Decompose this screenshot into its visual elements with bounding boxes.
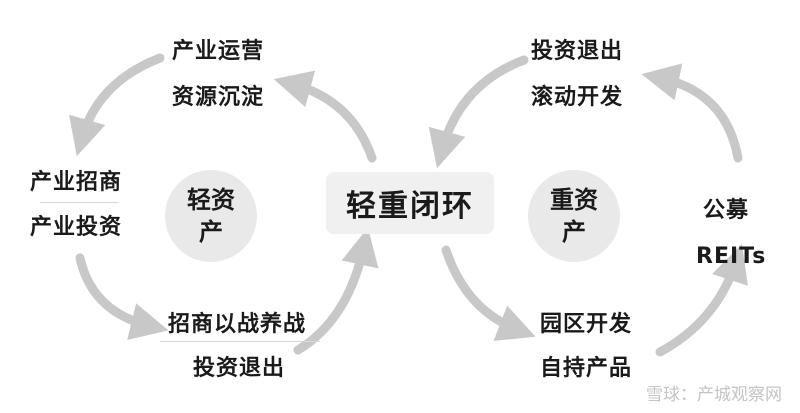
arrow-bottom-right-to-right <box>655 244 748 357</box>
light-asset-label-2: 产 <box>199 218 223 246</box>
bottom-left-line-1: 招商以战养战 <box>168 312 307 337</box>
left-line-1: 产业招商 <box>30 170 123 195</box>
center-label: 轻重闭环 <box>346 189 474 224</box>
right-line-1: 公募 <box>703 198 750 223</box>
bottom-right-line-1: 园区开发 <box>540 312 633 337</box>
arrow-bottom-left-to-center <box>293 227 379 355</box>
center-box: 轻重闭环 <box>326 172 494 234</box>
top-left-line-1: 产业运营 <box>172 39 265 64</box>
arrow-right-to-top-right <box>641 63 743 163</box>
watermark: 雪球：产城观察网 <box>646 385 782 405</box>
heavy-asset-label-1: 重资 <box>550 186 598 214</box>
right-line-2: REITs <box>696 244 767 269</box>
bottom-left-divider <box>160 341 320 342</box>
left-divider <box>40 202 118 203</box>
left-line-2: 产业投资 <box>30 215 123 240</box>
top-right-line-2: 滚动开发 <box>531 85 624 110</box>
top-left-line-2: 资源沉淀 <box>172 85 265 110</box>
bottom-left-line-2: 投资退出 <box>193 356 286 381</box>
light-asset-circle: 轻资 产 <box>165 170 257 262</box>
arrow-left-to-bottom-left <box>75 253 169 340</box>
heavy-asset-label-2: 产 <box>562 218 586 246</box>
arrow-center-to-bottom-right <box>441 245 536 341</box>
arrow-center-to-top-left <box>273 70 377 163</box>
light-asset-label-1: 轻资 <box>187 186 235 214</box>
heavy-asset-circle: 重资 产 <box>528 170 620 262</box>
top-right-line-1: 投资退出 <box>531 39 624 64</box>
arrow-top-right-to-center <box>428 55 529 169</box>
arrow-top-left-to-left <box>69 53 165 157</box>
bottom-right-line-2: 自持产品 <box>540 356 633 381</box>
